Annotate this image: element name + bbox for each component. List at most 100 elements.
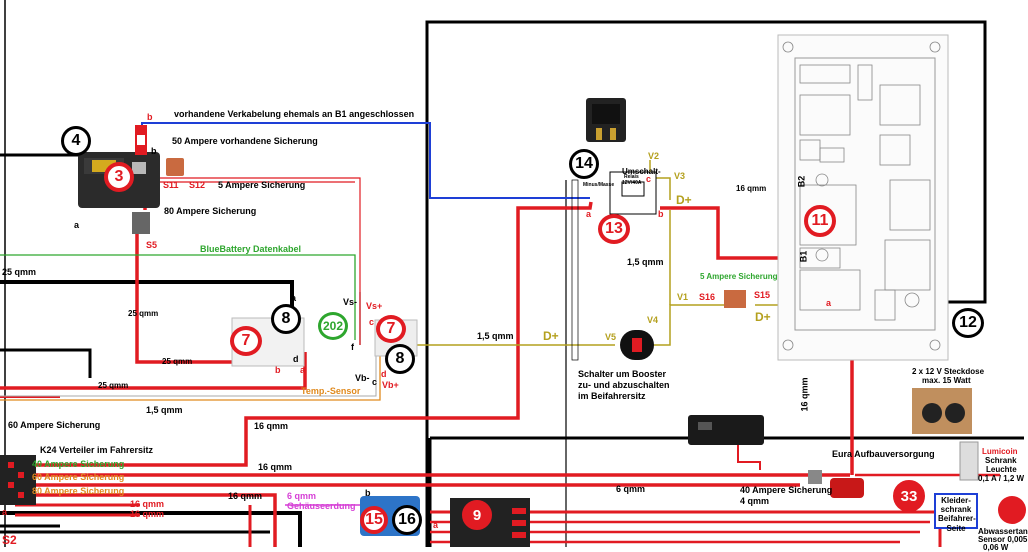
- label-qmm-15-mid: 1,5 qmm: [146, 405, 183, 415]
- label-fuse-60-list: 60 Ampere Sicherung: [32, 472, 125, 482]
- label-vb-plus: Vb+: [382, 380, 399, 390]
- label-c2: c: [372, 377, 378, 387]
- label-qmm-25-h2: 25 qmm: [98, 381, 129, 390]
- label-abwasser-2: Sensor 0,005: [978, 535, 1028, 544]
- label-a-left: a: [74, 220, 80, 230]
- marker-14: 14: [569, 149, 599, 179]
- label-v5: V5: [605, 332, 617, 342]
- label-s15: S15: [754, 290, 771, 300]
- label-switch-3: im Beifahrersitz: [578, 391, 646, 401]
- label-qmm-15-right: 1,5 qmm: [477, 331, 514, 341]
- label-qmm-25-left: 25 qmm: [2, 267, 37, 277]
- label-b2: B2: [796, 175, 807, 188]
- marker-15: 15: [360, 506, 388, 534]
- marker-7b: 7: [376, 315, 406, 343]
- label-qmm-4: 4 qmm: [740, 496, 770, 506]
- label-b1: B1: [798, 250, 809, 263]
- label-fuse-80: 80 Ampere Sicherung: [164, 206, 257, 216]
- label-s5: S5: [146, 240, 158, 250]
- label-relay-title: Umschalt-: [622, 167, 661, 176]
- marker-202: 202: [318, 312, 348, 340]
- marker-13: 13: [598, 214, 630, 244]
- label-relay-title3: 12V/40A: [622, 180, 642, 186]
- marker-4: 4: [61, 126, 91, 156]
- label-fuse-60: 60 Ampere Sicherung: [8, 420, 101, 430]
- label-steckdose-1: 2 x 12 V Steckdose: [912, 367, 985, 376]
- label-b-top: b: [147, 112, 153, 122]
- label-bluebattery: BlueBattery Datenkabel: [200, 244, 302, 254]
- label-cable-b1: vorhandene Verkabelung ehemals an B1 ang…: [174, 109, 415, 119]
- label-fuse-5-right: 5 Ampere Sicherung: [700, 272, 778, 281]
- label-d-pin: d: [293, 354, 299, 364]
- label-qmm-16-mid: 16 qmm: [254, 421, 289, 431]
- label-abwasser-3: 0,06 W: [983, 543, 1009, 552]
- label-v2: V2: [648, 151, 660, 161]
- label-switch-2: zu- und abzuschalten: [578, 380, 670, 390]
- label-d: d: [381, 369, 387, 379]
- label-lumicoin-2: Schrank: [985, 456, 1017, 465]
- label-v1: V1: [677, 292, 689, 302]
- label-gehaeuse: Gehäuseerdung: [287, 501, 356, 511]
- label-relay-c: c: [646, 174, 652, 184]
- label-switch-1: Schalter um Booster: [578, 369, 667, 379]
- label-a-pin: a: [291, 293, 297, 303]
- label-relay-b: b: [658, 209, 664, 219]
- label-vb-minus: Vb-: [355, 373, 370, 383]
- label-vs-plus: Vs+: [366, 301, 383, 311]
- label-qmm-16-r3: 16 qmm: [228, 491, 263, 501]
- label-fuse-40-list: 40 Ampere Sicherung: [32, 459, 125, 469]
- label-b-pin: b: [275, 365, 281, 375]
- marker-8b: 8: [385, 344, 415, 374]
- marker-12: 12: [952, 308, 984, 338]
- label-f: f: [351, 342, 354, 352]
- label-dplus-left: D+: [543, 329, 559, 343]
- label-s12: S12: [189, 180, 206, 190]
- marker-33: 33: [893, 480, 925, 512]
- label-v4: V4: [647, 315, 659, 325]
- label-temp-sensor: Temp.-Sensor: [301, 386, 361, 396]
- label-steckdose-2: max. 15 Watt: [922, 376, 971, 385]
- label-relay-a: a: [586, 209, 592, 219]
- label-eura: Eura Aufbauversorgung: [832, 449, 935, 459]
- label-b-15: b: [365, 488, 371, 498]
- label-fuse-40-right: 40 Ampere Sicherung: [740, 485, 833, 495]
- label-qmm-16-r2: 16 qmm: [130, 509, 165, 519]
- label-qmm-25-v: 25 qmm: [128, 309, 159, 318]
- label-s16: S16: [699, 292, 716, 302]
- label-qmm-16-v: 16 qmm: [799, 377, 810, 412]
- marker-7a: 7: [230, 326, 262, 356]
- label-fuse-5: 5 Ampere Sicherung: [218, 180, 306, 190]
- label-abwasser-1: Abwassertan: [978, 527, 1028, 536]
- label-a-9: a: [433, 520, 439, 530]
- label-vs-minus: Vs-: [343, 297, 358, 307]
- label-k24: K24 Verteiler im Fahrersitz: [40, 445, 154, 455]
- label-dplus-right: D+: [755, 310, 771, 324]
- marker-9: 9: [462, 500, 492, 530]
- label-a-bl: a: [2, 507, 8, 517]
- label-fuse-80-list: 80 Ampere Sicherung: [32, 486, 125, 496]
- label-s11: S11: [163, 180, 179, 190]
- label-qmm-16-top: 16 qmm: [736, 184, 767, 193]
- label-qmm-16-r1: 16 qmm: [130, 499, 165, 509]
- label-a-pin2: a: [300, 365, 306, 375]
- label-a-right: a: [826, 298, 832, 308]
- label-lumicoin-1: Lumicoin: [982, 447, 1018, 456]
- label-c: c: [369, 317, 375, 327]
- marker-8a: 8: [271, 304, 301, 334]
- label-qmm-6-mag: 6 qmm: [287, 491, 317, 501]
- label-b-mid: b: [151, 146, 157, 156]
- label-lumicoin-4: 0,1 A / 1,2 W: [978, 474, 1025, 483]
- marker-3: 3: [104, 162, 134, 192]
- label-qmm-16-low: 16 qmm: [258, 462, 293, 472]
- label-fuse-50: 50 Ampere vorhandene Sicherung: [172, 136, 318, 146]
- label-minus-masse: Minus/Masse: [583, 182, 615, 188]
- label-dplus-top: D+: [676, 193, 692, 207]
- label-s2: S2: [2, 533, 17, 547]
- label-lumicoin-3: Leuchte: [986, 465, 1017, 474]
- label-qmm-25-h: 25 qmm: [162, 357, 193, 366]
- marker-11: 11: [804, 205, 836, 237]
- label-qmm-15-dplus: 1,5 qmm: [627, 257, 664, 267]
- marker-16: 16: [392, 505, 422, 535]
- kleiderschrank-box: Kleider- schrank Beifahrer- Seite: [934, 493, 978, 533]
